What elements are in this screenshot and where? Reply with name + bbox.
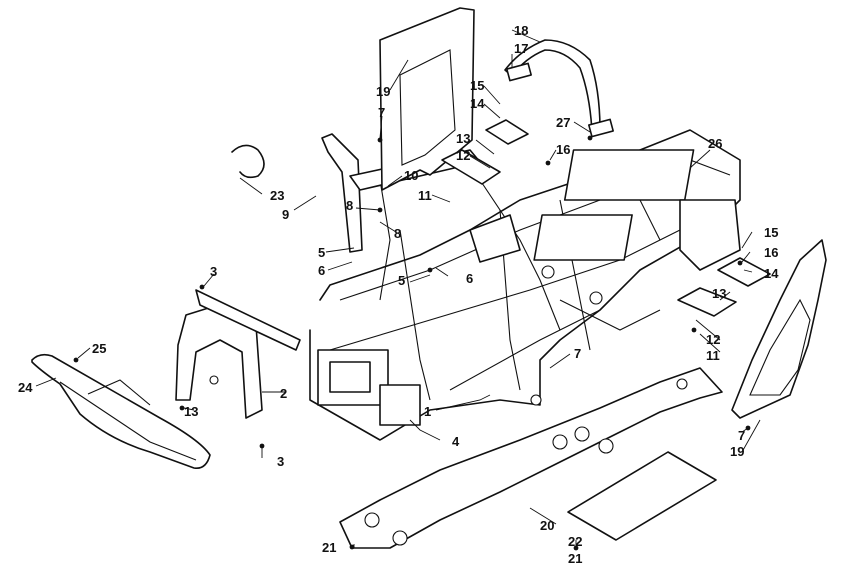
callout-11: 11	[418, 188, 432, 203]
callout-12: 12	[456, 148, 470, 163]
rear-skid-plate	[567, 451, 717, 541]
leader-lines	[35, 29, 761, 548]
callout-labels: 1 2 3 3 4 5 5 6 6 7 7 7 8 8 9 10 11 11 1…	[18, 23, 779, 566]
callout-21: 21	[568, 551, 582, 566]
bolts-and-nuts	[73, 135, 751, 551]
callout-10: 10	[404, 168, 418, 183]
callout-13: 13	[456, 131, 470, 146]
callout-20: 20	[540, 518, 554, 533]
callout-26: 26	[708, 136, 722, 151]
callout-16: 16	[556, 142, 570, 157]
callout-22: 22	[568, 534, 582, 549]
callout-4: 4	[452, 434, 460, 449]
callout-7: 7	[378, 105, 385, 120]
top-mount-plates	[441, 119, 529, 263]
rear-grab-bar	[504, 39, 614, 138]
callout-8: 8	[346, 198, 353, 213]
callout-9: 9	[282, 207, 289, 222]
callout-3: 3	[277, 454, 284, 469]
callout-23: 23	[270, 188, 284, 203]
callout-15: 15	[764, 225, 778, 240]
callout-17: 17	[514, 41, 528, 56]
callout-7: 7	[574, 346, 581, 361]
callout-16: 16	[764, 245, 778, 260]
callout-19: 19	[376, 84, 390, 99]
callout-7: 7	[738, 428, 745, 443]
callout-14: 14	[470, 96, 485, 111]
front-bumper	[31, 353, 211, 470]
callout-25: 25	[92, 341, 106, 356]
callout-1: 1	[424, 404, 431, 419]
front-skid-plate	[339, 367, 723, 549]
callout-15: 15	[470, 78, 484, 93]
callout-8: 8	[394, 226, 401, 241]
callout-13: 13	[712, 286, 726, 301]
callout-13: 13	[184, 404, 198, 419]
callout-18: 18	[514, 23, 528, 38]
callout-14: 14	[764, 266, 779, 281]
right-mount-plates	[677, 257, 771, 317]
callout-6: 6	[318, 263, 325, 278]
callout-6: 6	[466, 271, 473, 286]
right-side-panel	[731, 239, 827, 419]
callout-5: 5	[398, 273, 405, 288]
callout-11: 11	[706, 348, 720, 363]
callout-2: 2	[280, 386, 287, 401]
front-bracket	[175, 289, 301, 419]
callout-12: 12	[706, 332, 720, 347]
callout-19: 19	[730, 444, 744, 459]
callout-3: 3	[210, 264, 217, 279]
callout-24: 24	[18, 380, 33, 395]
callout-5: 5	[318, 245, 325, 260]
callout-21: 21	[322, 540, 336, 555]
hose-clamp	[231, 144, 265, 179]
callout-27: 27	[556, 115, 570, 130]
